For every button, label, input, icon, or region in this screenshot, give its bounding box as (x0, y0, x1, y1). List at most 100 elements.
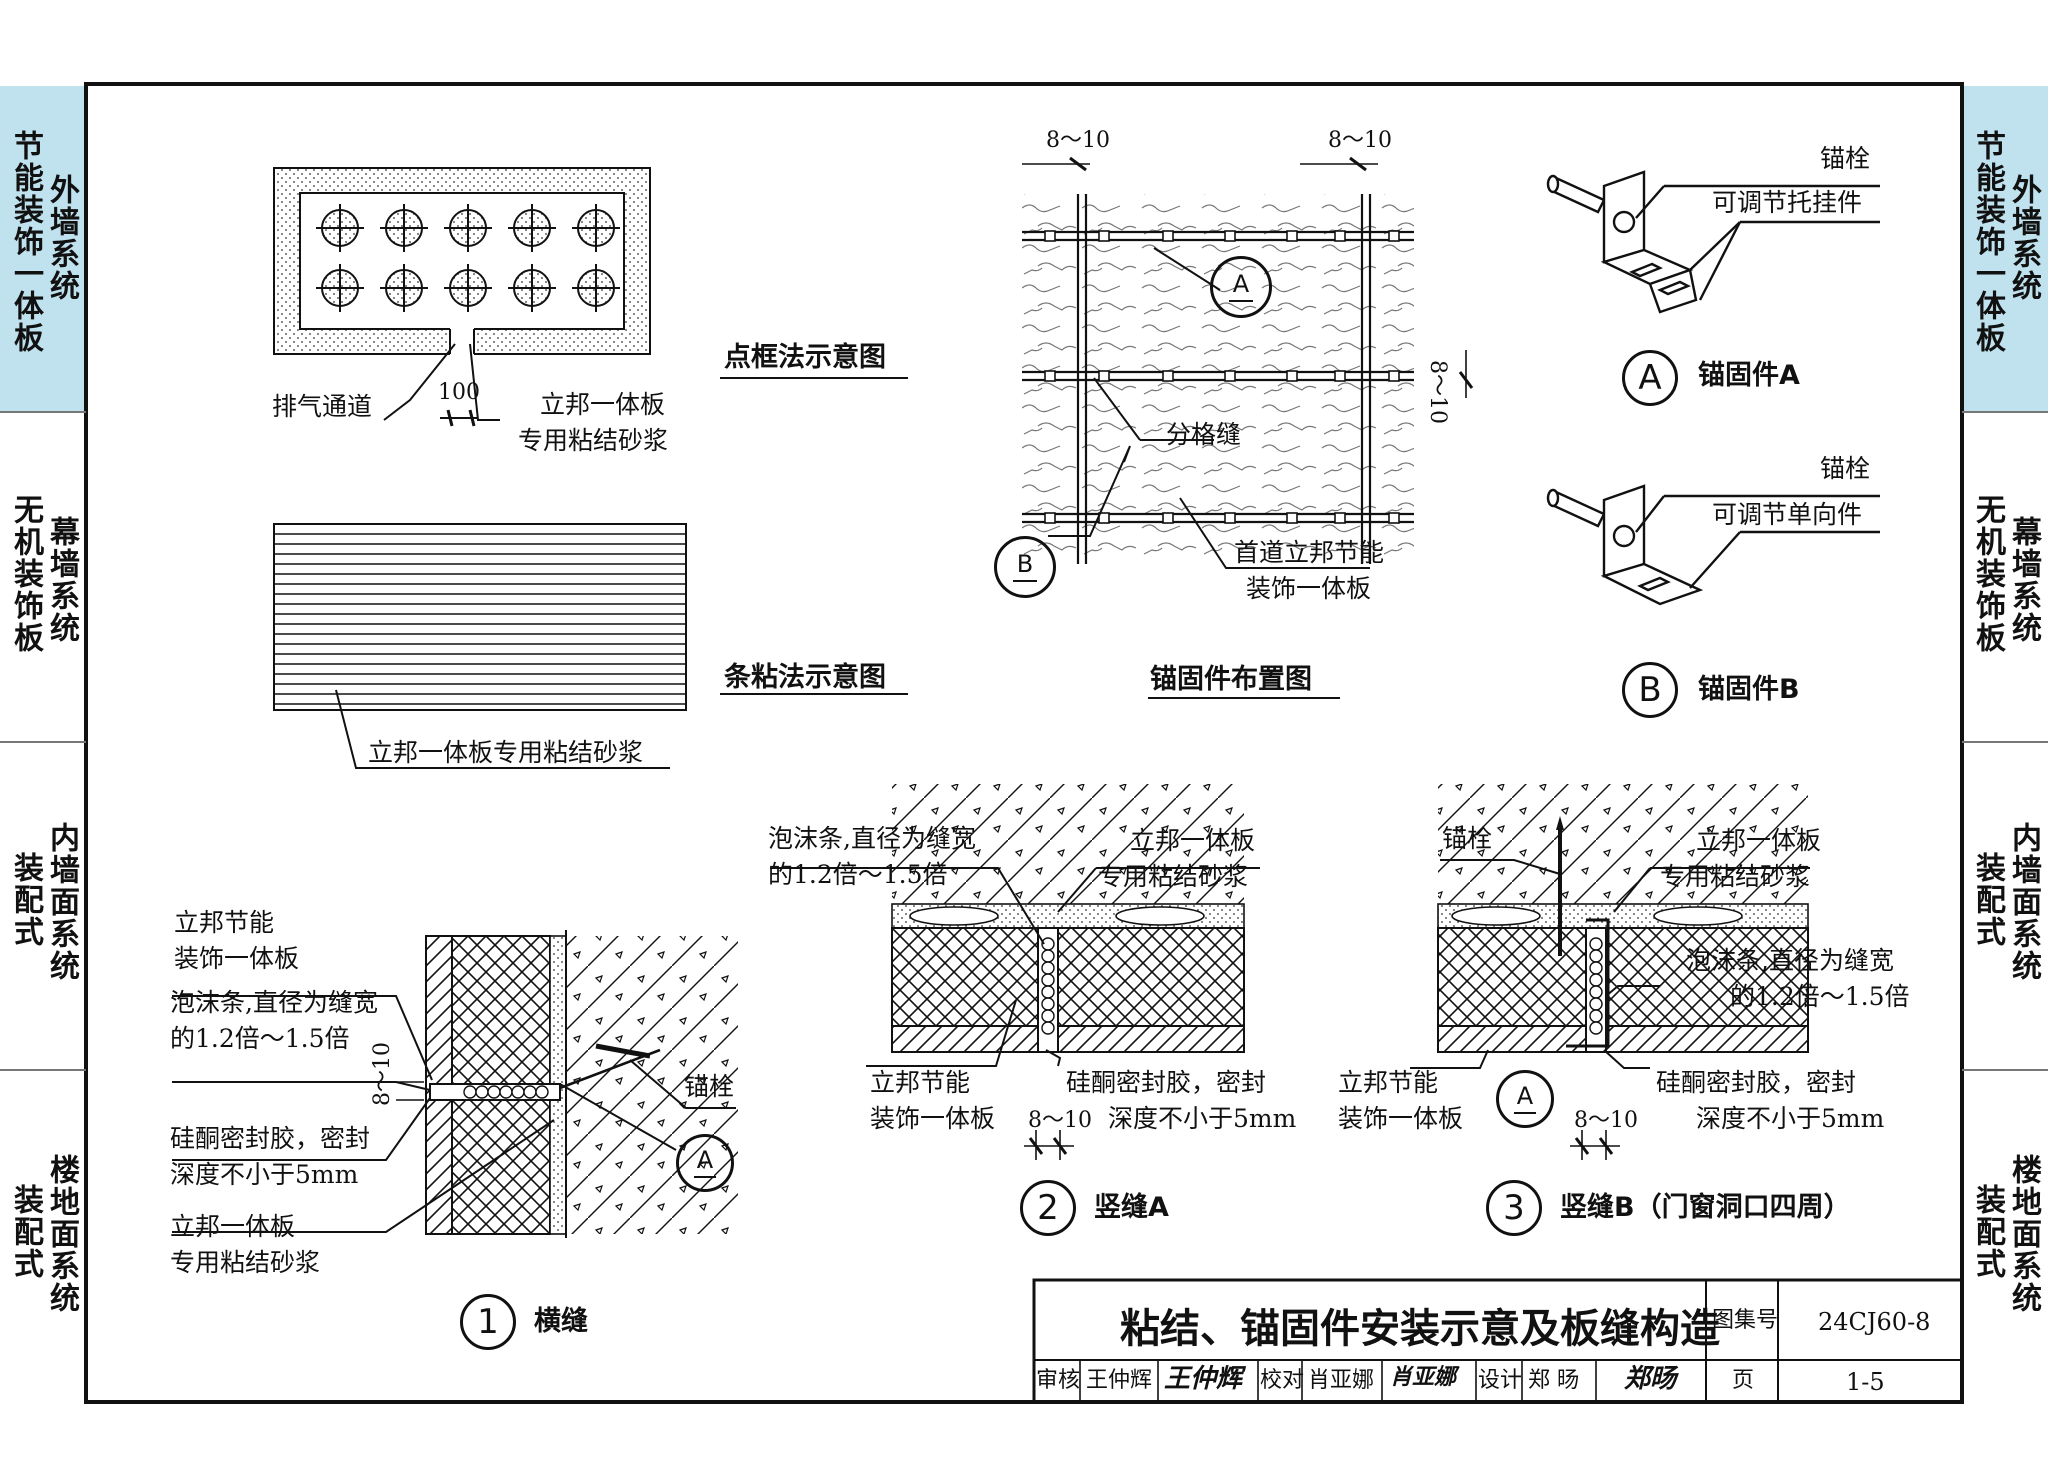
left-tab-floor[interactable]: 装配式 楼地面系统 (0, 1070, 86, 1400)
d1-mortar-line2: 专用粘结砂浆 (170, 1248, 321, 1277)
anchor-a-title: 锚固件A (1698, 360, 1800, 391)
left-tab-interior-wall[interactable]: 装配式 内墙面系统 (0, 742, 86, 1070)
layout-panel-line2: 装饰一体板 (1246, 574, 1372, 603)
anchor-a-letter: A (1638, 358, 1662, 398)
anchor-mark (1334, 512, 1346, 524)
right-tab-interior-wall[interactable]: 装配式 内墙面系统 (1962, 742, 2048, 1070)
right-tab-2-col2: 幕墙系统 (2006, 516, 2041, 644)
d1-seal-line1: 硅酮密封胶，密封 (170, 1124, 371, 1153)
anchor-mark (1098, 230, 1110, 242)
right-tab-floor[interactable]: 装配式 楼地面系统 (1962, 1070, 2048, 1400)
anchor-a-drawing (1546, 170, 1880, 314)
d3-tag-a: A (1496, 1070, 1554, 1128)
anchor-b-title: 锚固件B (1698, 674, 1800, 705)
foam-rod (1041, 985, 1055, 999)
mortar-pad (1653, 906, 1743, 926)
right-tab-exterior-wall[interactable]: 节能装饰一体板 外墙系统 (1962, 86, 2048, 412)
d3-tag-a-dash (1514, 1112, 1536, 1114)
anchor-a-part-label: 可调节托挂件 (1712, 188, 1863, 217)
d2-foam-line2: 的1.2倍～1.5倍 (768, 860, 948, 889)
stripbond-title: 条粘法示意图 (724, 662, 886, 693)
anchor-mark (1044, 230, 1056, 242)
foam-rod (1041, 949, 1055, 963)
d2-foam-line1: 泡沫条,直径为缝宽 (768, 824, 976, 853)
page-label: 页 (1732, 1368, 1755, 1393)
foam-rod (1041, 973, 1055, 987)
foam-rod (1589, 949, 1603, 963)
mortar-pad (1451, 906, 1541, 926)
d2-panel-line2: 装饰一体板 (870, 1104, 996, 1133)
foam-rod (499, 1085, 513, 1099)
d1-mortar-line1: 立邦一体板 (170, 1212, 296, 1241)
d3-mortar-line2: 专用粘结砂浆 (1660, 862, 1811, 891)
left-tab-1-col2: 外墙系统 (44, 174, 79, 302)
d3-bolt-label: 锚栓 (1442, 824, 1493, 853)
d3-dim: 8～10 (1574, 1108, 1638, 1133)
d1-seal-line2: 深度不小于5mm (170, 1160, 359, 1189)
d1-number-circle: 1 (460, 1294, 516, 1350)
dotframe-mortar-line2: 专用粘结砂浆 (518, 426, 669, 455)
anchor-mark (1162, 512, 1174, 524)
anchor-mark (1388, 230, 1400, 242)
anchor-mark (1334, 230, 1346, 242)
left-tab-2-col1: 无机装饰板 (8, 494, 43, 654)
anchorlayout-diagram (1022, 156, 1474, 699)
right-tab-curtain-wall[interactable]: 无机装饰板 幕墙系统 (1962, 412, 2048, 742)
anchor-b-bolt-label: 锚栓 (1820, 454, 1871, 483)
d3-panel-line2: 装饰一体板 (1338, 1104, 1464, 1133)
d1-number: 1 (477, 1302, 499, 1342)
left-tab-2-col2: 幕墙系统 (44, 516, 79, 644)
anchor-b-drawing (1546, 484, 1880, 606)
d2-mortar-line2: 专用粘结砂浆 (1098, 862, 1249, 891)
foam-rod (523, 1085, 537, 1099)
d1-title: 横缝 (534, 1306, 588, 1337)
d1-bolt-label: 锚栓 (684, 1072, 735, 1101)
layout-joint-label: 分格缝 (1166, 420, 1242, 449)
layout-tag-b: B (994, 536, 1056, 598)
d1-tag-a-dash (694, 1176, 716, 1178)
left-tab-4-col2: 楼地面系统 (44, 1154, 79, 1314)
d2-title: 竖缝A (1094, 1192, 1169, 1223)
foam-rod (1589, 973, 1603, 987)
anchor-mark (1162, 230, 1174, 242)
checker-signature: 肖亚娜 (1390, 1364, 1457, 1390)
reviewer-signature: 王仲辉 (1164, 1364, 1243, 1394)
anchor-mark (1224, 230, 1236, 242)
anchor-mark (1162, 370, 1174, 382)
anchor-mark (1044, 370, 1056, 382)
left-tab-curtain-wall[interactable]: 无机装饰板 幕墙系统 (0, 412, 86, 742)
d3-foam-line1: 泡沫条,直径为缝宽 (1686, 946, 1894, 975)
left-tab-1-col1: 节能装饰一体板 (8, 130, 43, 354)
d2-mortar-line1: 立邦一体板 (1130, 826, 1256, 855)
anchor-b-circle: B (1622, 662, 1678, 718)
left-tab-exterior-wall[interactable]: 节能装饰一体板 外墙系统 (0, 86, 86, 412)
foam-rod (1589, 937, 1603, 951)
layout-panel-line1: 首道立邦节能 (1234, 538, 1385, 567)
page-number: 1-5 (1846, 1368, 1885, 1396)
right-tab-2-col1: 无机装饰板 (1970, 494, 2005, 654)
right-tab-4-col1: 装配式 (1970, 1184, 2005, 1280)
left-tab-3-col1: 装配式 (8, 852, 43, 948)
mortar-pad (909, 906, 999, 926)
anchor-mark (1334, 370, 1346, 382)
foam-rod (1589, 1009, 1603, 1023)
foam-rod (1041, 1009, 1055, 1023)
foam-rod (1041, 1021, 1055, 1035)
d3-title: 竖缝B（门窗洞口四周） (1560, 1192, 1851, 1223)
foam-rod (487, 1085, 501, 1099)
left-tab-3-col2: 内墙面系统 (44, 822, 79, 982)
layout-dim-right: 8～10 (1425, 360, 1450, 424)
atlas-label: 图集号 (1712, 1308, 1779, 1333)
review-label: 审核 (1036, 1368, 1081, 1393)
drawing-title: 粘结、锚固件安装示意及板缝构造 (1120, 1306, 1720, 1352)
d2-number: 2 (1037, 1188, 1059, 1228)
anchor-b-letter: B (1638, 670, 1662, 710)
d3-seal-line1: 硅酮密封胶，密封 (1656, 1068, 1857, 1097)
design-label: 设计 (1478, 1368, 1523, 1393)
layout-tag-a-letter: A (1232, 270, 1250, 298)
layout-dim-top-right: 8～10 (1328, 128, 1392, 153)
dotframe-title: 点框法示意图 (724, 342, 886, 373)
anchor-b-part-label: 可调节单向件 (1712, 500, 1863, 529)
foam-rod (1041, 961, 1055, 975)
anchor-mark (1388, 512, 1400, 524)
